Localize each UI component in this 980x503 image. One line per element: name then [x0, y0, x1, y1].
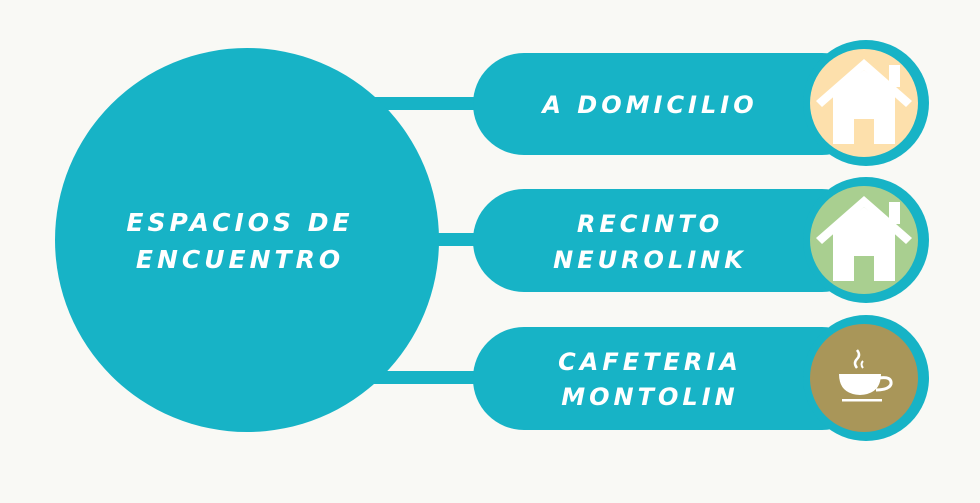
item-label-line2: NEUROLINK [553, 246, 747, 274]
central-node: ESPACIOS DE ENCUENTRO [55, 48, 439, 432]
item-a-domicilio: A DOMICILIO [473, 40, 929, 166]
item-recinto-neurolink: RECINTO NEUROLINK [473, 177, 929, 303]
item-label-line1: CAFETERIA [558, 348, 742, 376]
central-label-line2: ENCUENTRO [136, 245, 344, 274]
item-cafeteria-montolin: CAFETERIA MONTOLIN [473, 315, 929, 441]
item-label-line1: RECINTO [577, 210, 723, 238]
item-label-line2: MONTOLIN [561, 383, 738, 411]
item-label: A DOMICILIO [540, 91, 757, 119]
coffee-cup-icon [839, 349, 893, 402]
house-icon [816, 196, 912, 281]
house-icon [816, 59, 912, 144]
connector-line [360, 371, 490, 384]
connector-line [360, 97, 490, 110]
central-label-line1: ESPACIOS DE [126, 208, 353, 237]
